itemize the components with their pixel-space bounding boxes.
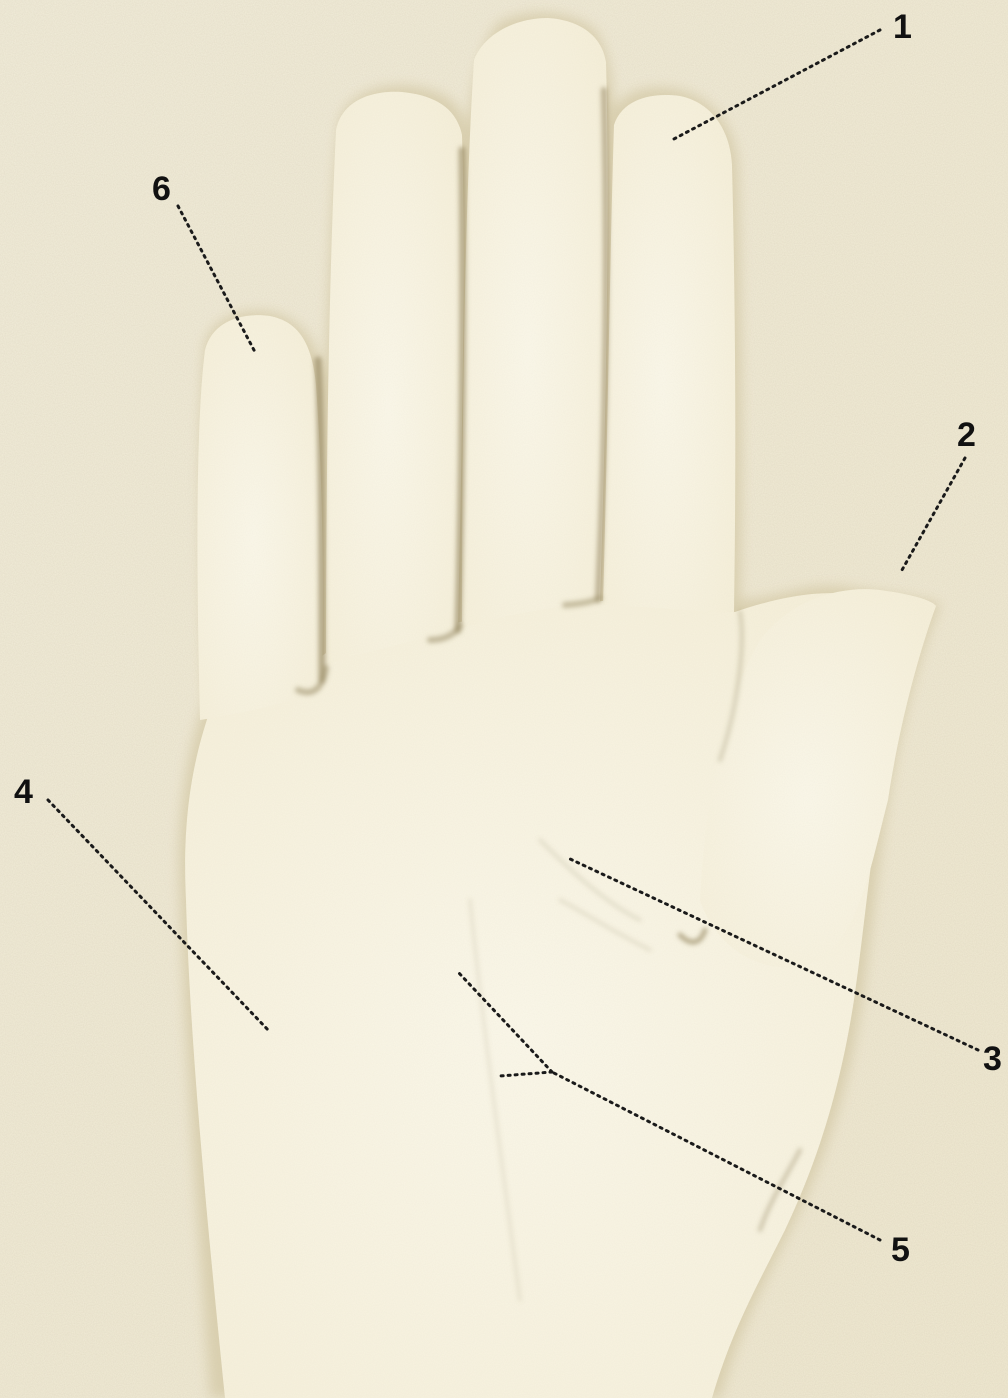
callout-label-5: 5: [891, 1233, 910, 1267]
callout-label-3: 3: [983, 1042, 1002, 1076]
callout-label-2: 2: [957, 418, 976, 452]
callout-label-4: 4: [14, 775, 33, 809]
callout-label-6: 6: [152, 172, 171, 206]
callout-label-1: 1: [893, 10, 912, 44]
